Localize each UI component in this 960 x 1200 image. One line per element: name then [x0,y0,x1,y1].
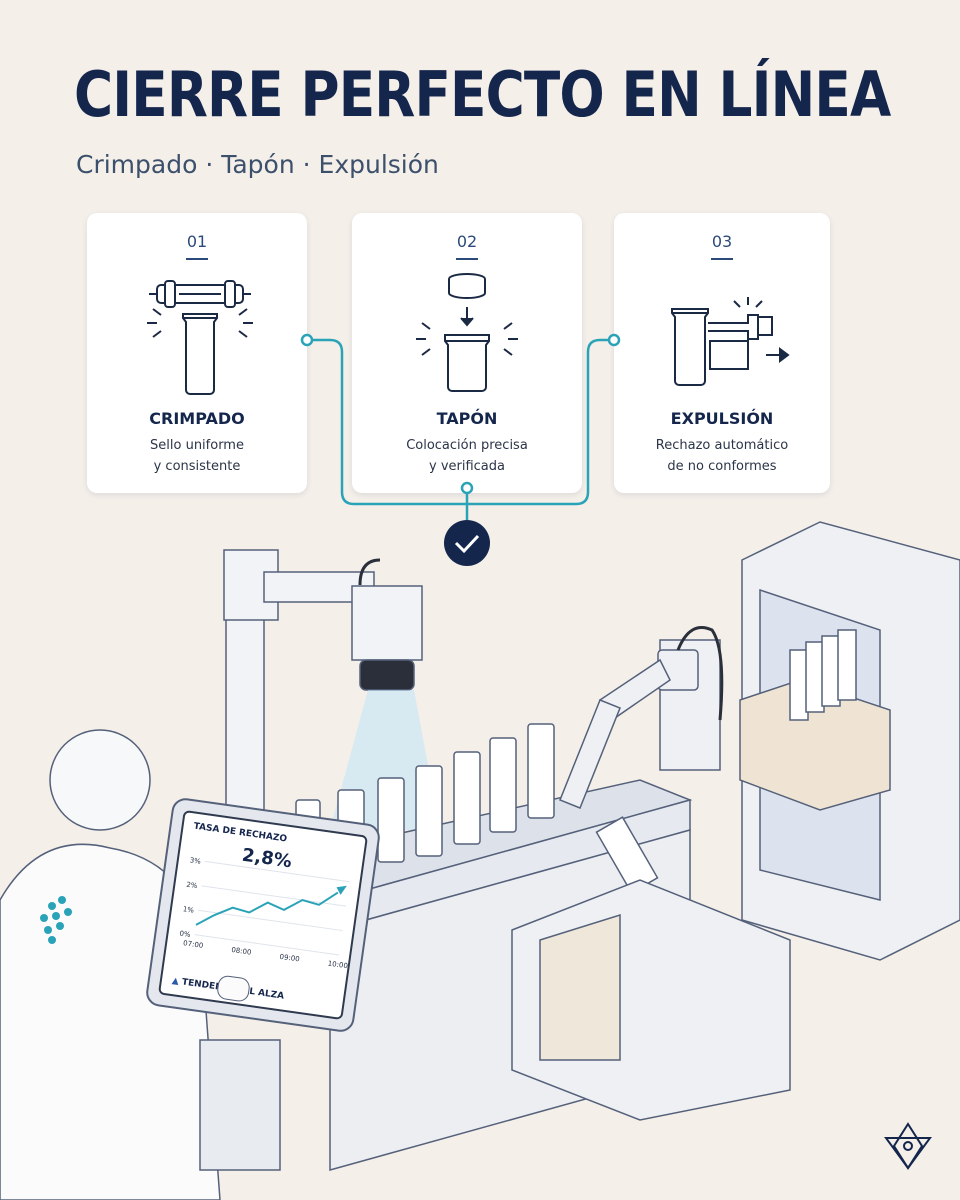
chart-y-tick-label: 3% [189,856,201,866]
process-connector [300,333,621,520]
chart-x-tick-label: 09:00 [279,953,300,964]
step-number: 02 [456,232,478,251]
monitor-label: TASA DE RECHAZO [192,821,288,845]
page-title: CIERRE PERFECTO EN LÍNEA [74,58,891,131]
trend-arrow-icon [336,885,347,895]
chart-gridline [201,885,347,907]
chart-x-tick-label: 07:00 [183,939,204,950]
chart-y-tick-label: 2% [186,881,198,891]
step-number: 01 [186,232,208,251]
packing-cabinet [739,521,960,961]
crimp-rollers-icon [147,280,253,395]
brand-logo-icon [884,1122,932,1170]
step-title: CRIMPADO [149,409,245,428]
chart-series-line [195,891,339,926]
chart-gridline [194,934,340,956]
step-number: 03 [711,232,733,251]
chart-x-tick-label: 10:00 [327,960,348,971]
chart-gridline [204,860,350,883]
monitor-stand [199,1039,281,1171]
reject-bin [511,879,791,1121]
cap-placement-icon [416,273,518,392]
chart-y-tick-label: 1% [182,905,194,915]
chart-y-tick-label: 0% [179,930,191,940]
step-title: EXPULSIÓN [670,409,774,428]
step-number-underline [186,258,208,260]
reject-rate-chart: 3% 2% 1% 0%07:00 08:00 09:00 10:00 [179,856,350,971]
warning-icon: ▲ [171,976,180,987]
step-number-underline [711,258,733,260]
camera-lens [359,659,415,691]
chart-x-tick-label: 08:00 [231,946,252,957]
check-badge-icon [444,520,490,566]
ejection-icon [671,297,790,386]
step-title: TAPÓN [436,409,498,428]
camera-body [351,585,423,661]
step-number-underline [456,258,478,260]
page-subtitle: Crimpado · Tapón · Expulsión [76,150,439,179]
chart-gridline [197,909,343,932]
